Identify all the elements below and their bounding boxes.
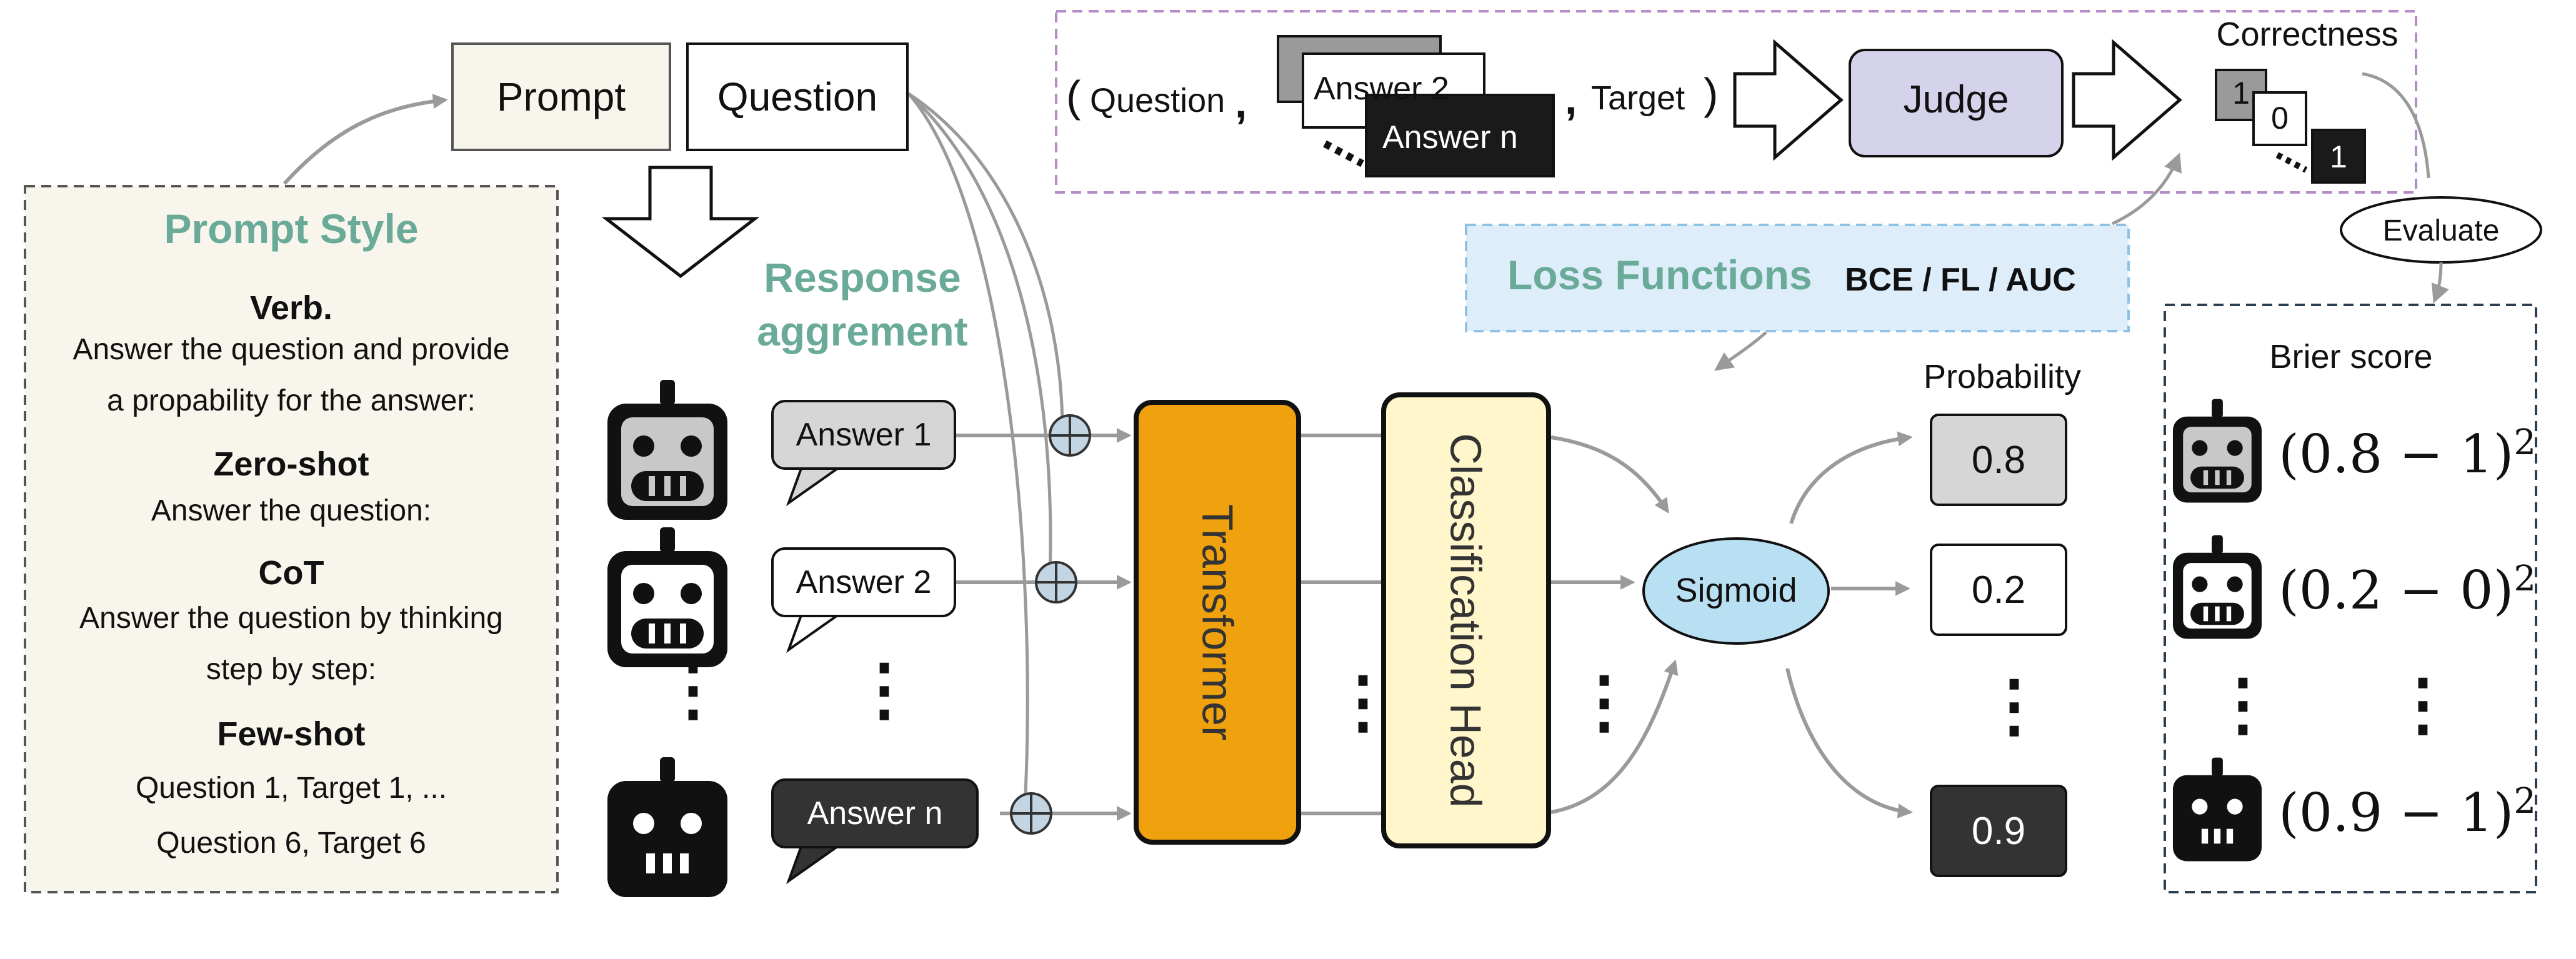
plus-circle-1 [1049, 414, 1091, 457]
answer-ellipsis: ⋮ [850, 651, 919, 728]
cot-title: CoT [258, 554, 324, 592]
judge-target-label: Target [1591, 79, 1685, 117]
brier-robot-ellipsis: ⋮ [2209, 666, 2277, 743]
evaluate-to-brier-arrow [2431, 262, 2449, 304]
loss-to-model-arrow [1714, 331, 1767, 371]
correctness-dots [2275, 152, 2308, 173]
sigmoid-to-probn-arrow [1785, 668, 1913, 818]
probability-title: Probability [1923, 358, 2082, 395]
hollow-arrow-to-correctness [2072, 39, 2182, 161]
correctness-value-2: 0 [2271, 101, 2289, 136]
fewshot-line-1: Question 1, Target 1, ... [135, 772, 447, 805]
stacked-answer-n [1365, 94, 1555, 177]
probability-n-box: 0.9 [1930, 785, 2067, 877]
judge-box [1849, 49, 2064, 157]
head-to-sigmoid-arrow-n [1550, 659, 1679, 814]
brier-robot-2-icon [2172, 535, 2262, 639]
verb-title: Verb. [249, 289, 333, 327]
verb-line-2: a propability for the answer: [107, 384, 476, 417]
head-to-sigmoid-arrow-1 [1550, 435, 1669, 514]
down-hollow-arrow [601, 166, 760, 279]
loss-functions-variants: BCE / FL / AUC [1845, 262, 2076, 298]
probability-2-box: 0.2 [1930, 544, 2067, 636]
plus-circle-n [1010, 792, 1052, 835]
judge-comma-2: , [1565, 74, 1577, 123]
sigmoid-ellipsis: ⋮ [1570, 663, 1639, 740]
brier-robot-1-icon [2172, 399, 2262, 503]
evaluate-label: Evaluate [2382, 214, 2500, 247]
prompt-style-panel [24, 185, 559, 893]
robot-n-icon [607, 757, 727, 897]
brier-formula-ellipsis: ⋮ [2389, 666, 2457, 743]
stacked-dots [1323, 140, 1364, 167]
brier-score-panel [2164, 304, 2537, 893]
judge-answer-2-label: Answer 2 [1314, 71, 1449, 107]
brier-formula-n: (0.9 − 1)2 [2279, 781, 2536, 843]
question-to-plus1-arrow [907, 92, 1064, 432]
sigmoid-label: Sigmoid [1675, 572, 1797, 609]
correctness-value-1: 1 [2232, 76, 2250, 111]
judge-panel [1055, 10, 2417, 194]
brier-formula-1: (0.8 − 1)2 [2279, 422, 2536, 485]
brier-formula-1-exponent: 2 [2514, 422, 2536, 463]
zeroshot-title: Zero-shot [213, 445, 369, 483]
answer-n-bubble: Answer n [771, 778, 979, 848]
cot-line-1: Answer the question by thinking [79, 602, 503, 635]
response-agreement-line-2: aggrement [757, 308, 968, 354]
transformer-label: Transformer [1193, 504, 1242, 741]
loss-to-correctness-arrow [2111, 152, 2182, 226]
verb-line-1: Answer the question and provide [72, 333, 510, 366]
sigmoid-to-prob1-arrow [1789, 431, 1913, 524]
brier-formula-2-exponent: 2 [2514, 559, 2536, 599]
prompt-style-title: Prompt Style [164, 206, 419, 252]
judge-comma-1: , [1235, 78, 1247, 127]
plus-circle-2 [1035, 561, 1077, 604]
probability-1-box: 0.8 [1930, 414, 2067, 506]
fewshot-title: Few-shot [217, 715, 366, 753]
answer-2-bubble: Answer 2 [771, 547, 956, 617]
loss-functions-title: Loss Functions [1507, 252, 1812, 298]
robot-1-icon [607, 380, 727, 520]
correctness-value-3: 1 [2330, 139, 2347, 174]
judge-label: Judge [1903, 78, 2009, 121]
fewshot-line-2: Question 6, Target 6 [156, 827, 426, 860]
classification-head-block: Classification Head [1381, 392, 1551, 848]
hollow-arrow-to-judge [1733, 39, 1844, 161]
judge-open-paren: ( [1066, 72, 1081, 121]
answer2-bubble-tail [786, 614, 842, 653]
correctness-to-evaluate-arrow [2362, 72, 2430, 179]
zeroshot-line-1: Answer the question: [151, 494, 432, 527]
answer-1-bubble: Answer 1 [771, 400, 956, 470]
robot-ellipsis: ⋮ [659, 651, 727, 728]
question-box: Question [686, 42, 909, 151]
prompt-box: Prompt [451, 42, 671, 151]
brier-formula-n-exponent: 2 [2514, 781, 2536, 822]
answer1-bubble-tail [786, 467, 842, 507]
correctness-chip-2 [2252, 91, 2307, 146]
loss-functions-box [1465, 224, 2130, 332]
question-to-plusn-arrow [907, 92, 1029, 807]
brier-score-title: Brier score [2269, 338, 2433, 375]
response-agreement-line-1: Response [764, 254, 961, 301]
brier-formula-2: (0.2 − 0)2 [2279, 559, 2536, 621]
sigmoid-node [1642, 537, 1830, 645]
judge-close-paren: ) [1704, 69, 1719, 118]
brier-robot-n-icon [2172, 757, 2262, 862]
classification-head-label: Classification Head [1442, 433, 1491, 808]
transformer-block: Transformer [1134, 400, 1301, 845]
correctness-title: Correctness [2216, 16, 2399, 53]
judge-question-label: Question [1090, 82, 1226, 119]
prompt-style-to-prompt-arrow [282, 94, 448, 186]
answern-bubble-tail [786, 845, 842, 885]
robot-2-icon [607, 527, 727, 667]
question-to-plus2-arrow [907, 92, 1052, 575]
cot-line-2: step by step: [206, 653, 377, 686]
judge-answer-n-label: Answer n [1382, 119, 1518, 156]
correctness-chip-3 [2311, 129, 2366, 184]
probability-ellipsis: ⋮ [1980, 667, 2049, 744]
